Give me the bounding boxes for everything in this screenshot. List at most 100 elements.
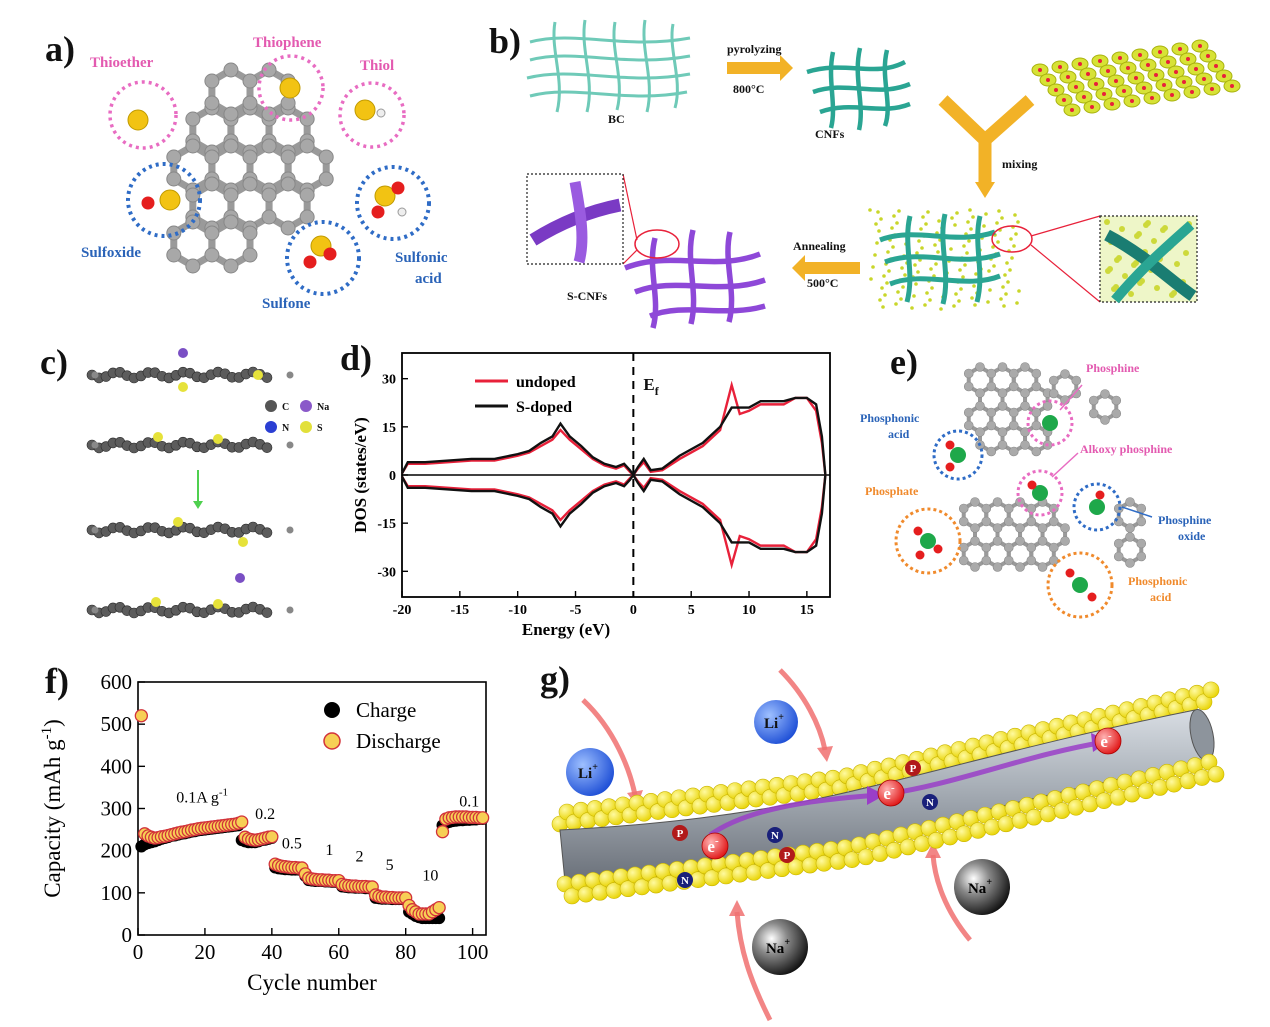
carbon-atom xyxy=(1048,375,1059,386)
sulfur-rod-mark xyxy=(1186,57,1190,61)
sulfur-particle xyxy=(997,209,1001,213)
carbon-atom xyxy=(1031,407,1042,418)
sulfur-bead xyxy=(857,848,875,866)
carbon-atom xyxy=(970,497,980,507)
sulfur-bead xyxy=(647,876,665,894)
label-bc: BC xyxy=(608,112,625,126)
y-tick-label: 0 xyxy=(389,469,396,484)
carbon-atom xyxy=(1136,516,1147,527)
label-phosphonic-1: Phosphonic xyxy=(860,411,920,425)
sulfur-particle xyxy=(913,263,917,267)
label-oxide: oxide xyxy=(1178,529,1206,543)
carbon-atom xyxy=(1042,401,1053,411)
carbon-atom xyxy=(975,388,985,398)
carbon-atom xyxy=(975,362,985,372)
sulfur-particle xyxy=(957,299,961,303)
panel-a: a) Thioether Thiophene Thiol Sulfoxide S… xyxy=(0,0,460,335)
sulfur-rod-mark xyxy=(1170,93,1174,97)
sulfur-particle xyxy=(891,245,895,249)
sulfur-rod-mark xyxy=(1082,95,1086,99)
label-pyrolyzing: pyrolyzing xyxy=(727,42,781,56)
sulfur-particle xyxy=(1111,286,1117,292)
panel-label-e: e) xyxy=(890,342,918,382)
series-S-doped-up xyxy=(400,396,827,478)
sulfur-particle xyxy=(901,285,905,289)
synthesis-scheme: BC pyrolyzing 800°C CNFs mixing Annea xyxy=(526,19,1241,329)
carbon-atom xyxy=(261,527,273,538)
sulfur-rod-mark xyxy=(1166,60,1170,64)
sulfur-particle xyxy=(1114,257,1120,263)
sulfur-particle xyxy=(876,210,880,214)
sulfur-rod-mark xyxy=(1038,68,1042,72)
label-cnfs: CNFs xyxy=(815,127,845,141)
carbon-atom xyxy=(997,362,1008,372)
discharge-point xyxy=(435,825,450,839)
carbon-atom xyxy=(185,138,201,154)
sulfur-particle xyxy=(899,297,903,301)
y-tick-label: 0 xyxy=(122,923,133,947)
sulfur-bead xyxy=(1039,805,1057,823)
carbon-atom xyxy=(1008,420,1019,431)
sulfur-atom xyxy=(127,109,149,131)
sulfur-rod-mark xyxy=(1098,59,1102,63)
sulfur-particle xyxy=(1154,285,1160,291)
carbon-atom xyxy=(1008,368,1019,379)
carbon-atom xyxy=(204,149,220,165)
edge-hydrogen xyxy=(286,606,294,614)
carbon-atom xyxy=(1049,542,1059,553)
sulfur-particle xyxy=(1014,232,1018,236)
oxygen-atom xyxy=(323,247,337,261)
sulfur-particle xyxy=(1169,292,1175,298)
carbon-atom xyxy=(997,388,1008,398)
sulfur-particle xyxy=(920,246,924,250)
x-tick-label: -10 xyxy=(508,603,527,618)
sulfur-particle xyxy=(930,286,934,290)
oxygen-atom xyxy=(915,550,925,560)
edge-hydrogen xyxy=(91,371,99,379)
carbon-atom xyxy=(963,381,974,392)
sulfur-particle xyxy=(879,217,883,221)
scnfs-mesh xyxy=(623,229,766,329)
electron xyxy=(701,832,729,860)
carbon-atom xyxy=(992,497,1003,507)
carbon-atom xyxy=(1037,523,1048,533)
rate-label: 5 xyxy=(386,857,394,874)
sulfur-atom xyxy=(354,99,376,121)
sulfur-bead xyxy=(829,853,847,870)
sulfur-particle xyxy=(880,286,884,290)
carbon-atom xyxy=(1060,523,1070,533)
label-annealing: Annealing xyxy=(793,239,846,253)
carbon-atom xyxy=(1060,369,1070,379)
phosphine-circle xyxy=(1026,399,1074,447)
carbon-atom xyxy=(986,407,997,418)
alkoxy-phosphine-circle xyxy=(1016,469,1064,517)
legend-swatch-charge xyxy=(324,702,340,718)
legend-c: C xyxy=(282,402,289,413)
plot-frame xyxy=(137,681,487,936)
carbon-atom xyxy=(981,516,992,527)
panel-b: b) BC pyrolyzing 800°C CNFs mixing xyxy=(475,0,1270,335)
carbon-atom xyxy=(318,149,334,165)
electron xyxy=(1094,727,1122,755)
sulfur-bead xyxy=(941,828,959,846)
discharge-point xyxy=(265,830,279,844)
sulfur-particle xyxy=(963,263,967,267)
legend-label-undoped: undoped xyxy=(516,374,576,391)
sulfur-bead xyxy=(759,862,777,879)
carbon-atom xyxy=(1008,381,1019,392)
carbon-atom xyxy=(975,427,985,437)
carbon-atom xyxy=(1003,503,1014,514)
sulfur-rod-mark xyxy=(1190,90,1194,94)
carbon-atom xyxy=(1031,420,1042,431)
sulfur-bead xyxy=(1011,812,1029,829)
sulfur-particle xyxy=(939,307,943,311)
y-axis-label: Capacity (mAh g-1) xyxy=(39,719,65,898)
phosphorus-atom xyxy=(1072,577,1088,593)
carbon-atom xyxy=(1015,562,1025,572)
sulfur-atom xyxy=(153,432,163,442)
dopant-label: P xyxy=(677,828,684,840)
carbon-atom xyxy=(261,209,277,225)
panel-label-c: c) xyxy=(40,342,68,382)
sulfur-bead xyxy=(815,854,833,872)
